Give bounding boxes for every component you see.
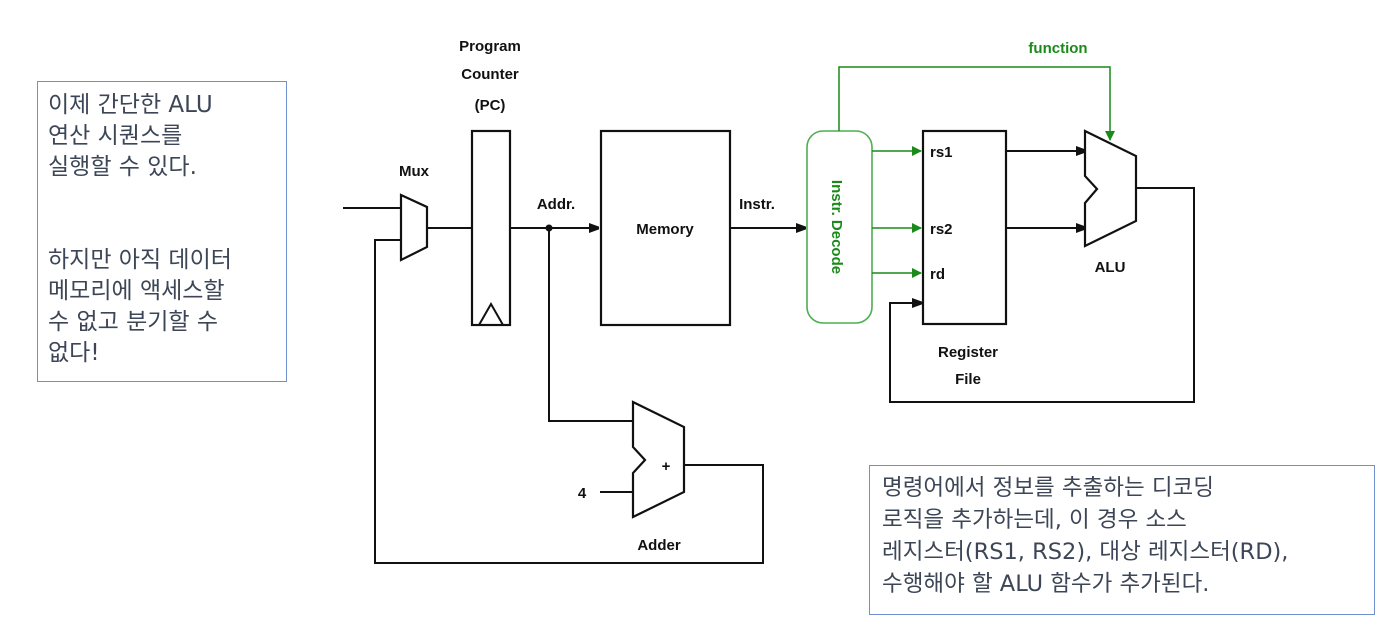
function-label: function xyxy=(1028,40,1087,57)
decode-label: Instr. Decode xyxy=(828,180,845,274)
regfile-label-line1: Register xyxy=(938,344,998,361)
adder-sign: + xyxy=(662,458,671,475)
adder-label: Adder xyxy=(637,537,681,554)
note-right: 명령어에서 정보를 추출하는 디코딩 로직을 추가하는데, 이 경우 소스 레지… xyxy=(869,465,1375,615)
port-rs1: rs1 xyxy=(930,144,953,161)
pc-label-line3: (PC) xyxy=(475,97,506,114)
regfile-label-line2: File xyxy=(955,371,981,388)
mux-label: Mux xyxy=(399,163,430,180)
pc-label-line2: Counter xyxy=(461,66,519,83)
port-rs2: rs2 xyxy=(930,221,953,238)
memory-block xyxy=(599,129,732,327)
function-wire xyxy=(838,66,1115,141)
port-rd: rd xyxy=(930,266,945,283)
note-left-text: 이제 간단한 ALU 연산 시퀀스를 실행할 수 있다. 하지만 아직 데이터 … xyxy=(48,92,232,366)
adder-to-mux-wire xyxy=(374,239,764,564)
pc-label-line1: Program xyxy=(459,38,521,55)
adder-const: 4 xyxy=(578,485,587,502)
mux xyxy=(399,193,429,262)
writeback-wire xyxy=(889,187,1195,403)
note-left: 이제 간단한 ALU 연산 시퀀스를 실행할 수 있다. 하지만 아직 데이터 … xyxy=(37,81,287,382)
alu-label: ALU xyxy=(1095,259,1126,276)
register-file-block xyxy=(921,129,1008,326)
program-counter xyxy=(470,129,512,327)
memory-label: Memory xyxy=(636,221,694,238)
note-right-text: 명령어에서 정보를 추출하는 디코딩 로직을 추가하는데, 이 경우 소스 레지… xyxy=(882,475,1289,597)
alu xyxy=(1083,129,1138,248)
pc-to-adder-wire xyxy=(548,228,633,422)
adder xyxy=(631,400,686,519)
instr-label: Instr. xyxy=(739,196,775,213)
addr-label: Addr. xyxy=(537,196,575,213)
clock-icon xyxy=(478,301,504,326)
